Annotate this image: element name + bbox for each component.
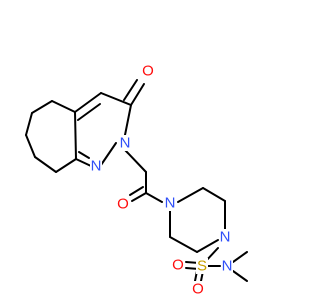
atom-n-ring-b: N xyxy=(91,158,102,175)
bond xyxy=(196,239,219,253)
atom-o-sulfonyl-b: O xyxy=(192,281,204,298)
bond xyxy=(145,192,163,203)
atom-n-piperazine-a: N xyxy=(165,195,176,212)
bond xyxy=(100,92,132,106)
atom-layer: O N N O N N S O O N xyxy=(90,62,233,298)
atom-o-amide: O xyxy=(117,196,129,213)
atom-o-ketone: O xyxy=(142,63,154,80)
bond xyxy=(25,112,33,136)
bond xyxy=(55,158,77,173)
atom-s-sulfonyl: S xyxy=(197,258,207,275)
atom-n-piperazine-b: N xyxy=(220,229,231,246)
bond xyxy=(131,192,147,202)
bond xyxy=(74,92,102,113)
molecule-structure: O N N O N N S O O N xyxy=(25,62,248,298)
bond xyxy=(124,149,147,173)
atom-n-ring-a: N xyxy=(120,135,131,152)
bond xyxy=(130,83,145,106)
bond xyxy=(202,187,226,202)
bond xyxy=(129,186,144,196)
bond xyxy=(77,103,101,121)
bond xyxy=(25,134,36,158)
bond xyxy=(100,142,117,166)
bond xyxy=(232,251,248,263)
bond xyxy=(78,151,90,159)
atom-o-sulfonyl-a: O xyxy=(172,257,184,274)
bond xyxy=(177,187,204,203)
bond xyxy=(34,156,57,173)
atom-n-dimethyl: N xyxy=(222,258,233,275)
bond xyxy=(232,270,248,282)
bond xyxy=(75,158,92,167)
bond xyxy=(169,236,198,253)
bond xyxy=(123,79,138,101)
bond xyxy=(124,104,132,136)
bond xyxy=(74,111,77,160)
bond xyxy=(31,100,53,114)
bond-layer xyxy=(25,79,248,282)
bond xyxy=(51,100,76,113)
